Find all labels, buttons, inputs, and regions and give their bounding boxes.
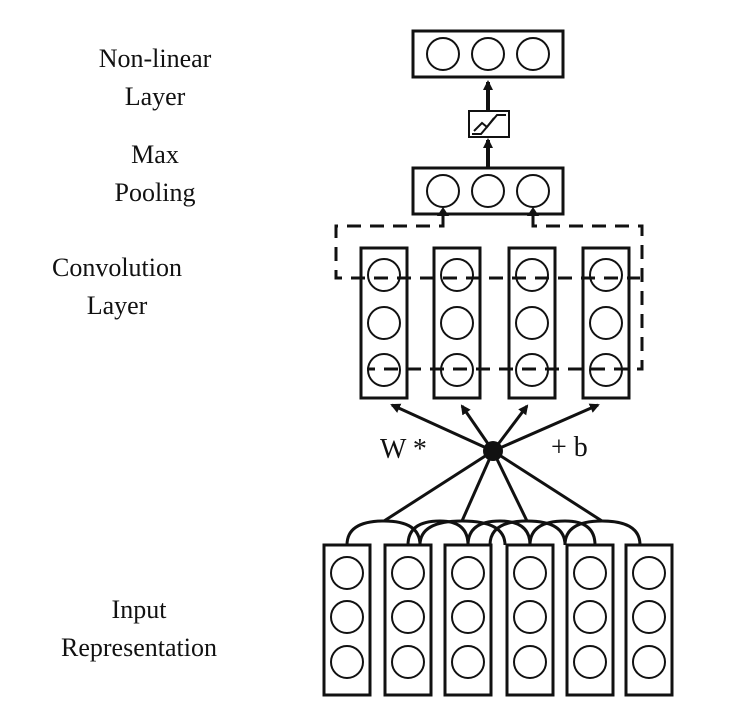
activation-curve-inner [473,117,495,132]
window-arc [563,519,642,546]
filter-input-line [491,450,529,522]
input-column [443,543,493,697]
window-arc [406,519,470,546]
max-pooling-label: Max Pooling [40,136,270,212]
activation-function [468,80,510,168]
window-arc [488,519,567,546]
max-pooling-label-line1: Max [131,140,179,169]
conv-column [359,246,409,400]
bias-label: + b [551,432,588,463]
filter-input-line [383,449,494,523]
input-window-arcs [345,519,642,546]
pooling-region-outline-right [367,216,644,371]
nonlinear-neuron [471,37,505,71]
nonlinear-label-line2: Layer [124,82,186,111]
window-arc [345,519,422,546]
nonlinear-neuron [426,37,460,71]
nonlinear-layer-box [411,29,565,79]
nonlinear-layer [411,29,565,79]
input-representation-label: Input Representation [24,591,254,667]
convolution-label-line1: Convolution [51,253,182,282]
filter-node [483,441,503,461]
window-arc [418,519,507,546]
window-arc [528,519,597,546]
nonlinear-label-line1: Non-linear [98,44,212,73]
max-pooling-label-line2: Pooling [114,178,196,207]
input-column [505,543,555,697]
filter-node-group [383,441,603,523]
input-layer [322,543,674,697]
max-pooling-box [411,166,565,216]
convolution-layer [359,246,631,400]
conv-arrow [390,403,494,453]
input-column [624,543,674,697]
input-column [322,543,372,697]
pooling-input-arrowhead [527,207,539,216]
conv-column [432,246,482,400]
window-arc [466,519,532,546]
nonlinear-layer-label: Non-linear Layer [40,40,270,116]
conv-column [581,246,631,400]
weight-label: W * [380,434,427,465]
convolution-label-line2: Layer [86,291,148,320]
pooling-input-arrowhead [437,207,449,216]
pooling-region-outline [334,216,640,280]
nonlinear-neuron [516,37,550,71]
conv-arrow [492,403,600,453]
conv-column [507,246,557,400]
input-label-line2: Representation [61,633,217,662]
max-pooling-layer [411,166,565,216]
input-column [565,543,615,697]
input-label-line1: Input [111,595,167,624]
pooling-region [334,216,644,371]
pooling-neuron [426,174,460,208]
pooling-neuron [516,174,550,208]
pooling-neuron [471,174,505,208]
filter-input-line [492,449,603,523]
filter-input-line [460,450,495,522]
input-column [383,543,433,697]
convolution-layer-label: Convolution Layer [2,249,232,325]
